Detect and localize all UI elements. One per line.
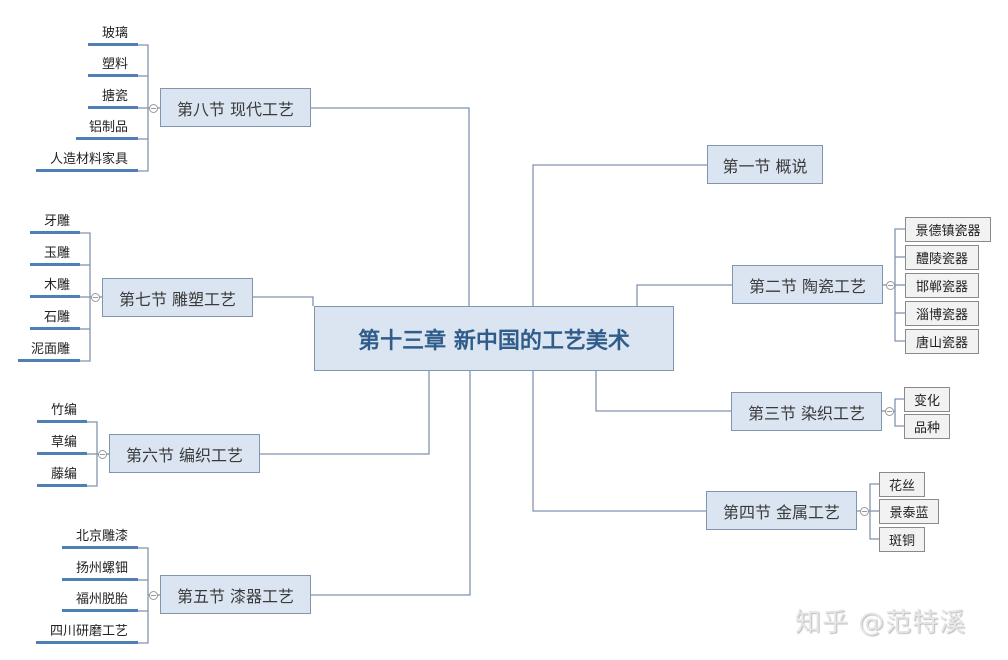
section-3-node[interactable]: 第三节 染织工艺 [731, 392, 882, 431]
leaf-s5-sichuan[interactable]: 四川研磨工艺 [36, 623, 138, 644]
section-7-label: 第七节 雕塑工艺 [118, 289, 237, 309]
leaf-s2-liling[interactable]: 醴陵瓷器 [905, 245, 979, 270]
section-8-node[interactable]: 第八节 现代工艺 [160, 88, 311, 127]
watermark: 知乎 @范特溪 [795, 608, 967, 638]
leaf-s7-stone[interactable]: 石雕 [30, 309, 80, 330]
section-8-label: 第八节 现代工艺 [176, 99, 295, 119]
section-4-label: 第四节 金属工艺 [722, 502, 841, 522]
leaf-s2-tangshan[interactable]: 唐山瓷器 [905, 329, 979, 354]
collapse-toggle-icon[interactable] [886, 281, 895, 290]
leaf-s3-change[interactable]: 变化 [904, 387, 950, 412]
section-3-label: 第三节 染织工艺 [747, 403, 866, 423]
collapse-toggle-icon[interactable] [149, 104, 158, 113]
leaf-s6-straw[interactable]: 草编 [37, 434, 87, 455]
leaf-s5-yangzhou[interactable]: 扬州螺钿 [62, 560, 138, 581]
leaf-s5-beijing[interactable]: 北京雕漆 [62, 528, 138, 549]
leaf-s7-wood[interactable]: 木雕 [30, 277, 80, 298]
section-7-node[interactable]: 第七节 雕塑工艺 [102, 278, 253, 317]
leaf-s6-rattan[interactable]: 藤编 [37, 466, 87, 487]
leaf-s4-spotted-copper[interactable]: 斑铜 [879, 527, 925, 552]
leaf-s3-variety[interactable]: 品种 [904, 414, 950, 439]
leaf-s8-plastic[interactable]: 塑料 [88, 56, 138, 77]
section-5-node[interactable]: 第五节 漆器工艺 [160, 575, 311, 614]
central-topic[interactable]: 第十三章 新中国的工艺美术 [314, 306, 674, 371]
leaf-s2-jingdezhen[interactable]: 景德镇瓷器 [905, 217, 991, 242]
collapse-toggle-icon[interactable] [98, 450, 107, 459]
leaf-s2-zibo[interactable]: 淄博瓷器 [905, 301, 979, 326]
central-topic-label: 第十三章 新中国的工艺美术 [358, 328, 630, 354]
leaf-s8-artificial-furniture[interactable]: 人造材料家具 [36, 151, 138, 172]
leaf-s8-enamel[interactable]: 搪瓷 [88, 88, 138, 109]
section-6-node[interactable]: 第六节 编织工艺 [109, 434, 260, 473]
leaf-s4-cloisonne[interactable]: 景泰蓝 [879, 499, 939, 524]
section-2-node[interactable]: 第二节 陶瓷工艺 [732, 265, 883, 304]
leaf-s2-handan[interactable]: 邯郸瓷器 [905, 273, 979, 298]
leaf-s8-glass[interactable]: 玻璃 [88, 25, 138, 46]
section-4-node[interactable]: 第四节 金属工艺 [706, 491, 857, 530]
leaf-s8-aluminum[interactable]: 铝制品 [76, 119, 138, 140]
section-5-label: 第五节 漆器工艺 [176, 586, 295, 606]
section-1-label: 第一节 概说 [722, 156, 808, 176]
leaf-s5-fuzhou[interactable]: 福州脱胎 [62, 591, 138, 612]
leaf-s4-filigree[interactable]: 花丝 [879, 472, 925, 497]
section-1-node[interactable]: 第一节 概说 [707, 145, 823, 184]
leaf-s7-ivory[interactable]: 牙雕 [30, 213, 80, 234]
section-2-label: 第二节 陶瓷工艺 [748, 276, 867, 296]
section-6-label: 第六节 编织工艺 [125, 445, 244, 465]
collapse-toggle-icon[interactable] [860, 507, 869, 516]
leaf-s6-bamboo[interactable]: 竹编 [37, 402, 87, 423]
collapse-toggle-icon[interactable] [91, 293, 100, 302]
collapse-toggle-icon[interactable] [149, 591, 158, 600]
leaf-s7-jade[interactable]: 玉雕 [30, 245, 80, 266]
collapse-toggle-icon[interactable] [885, 407, 894, 416]
leaf-s7-clay[interactable]: 泥面雕 [18, 341, 80, 362]
